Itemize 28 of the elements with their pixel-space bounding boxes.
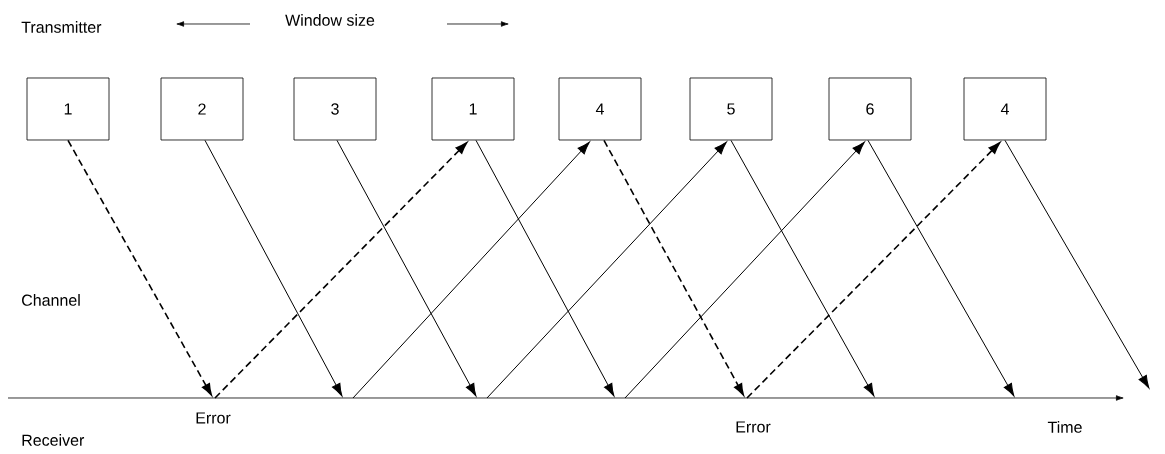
arrow — [603, 139, 745, 396]
arrow — [486, 141, 727, 399]
arrow — [475, 139, 615, 397]
arrow — [204, 139, 343, 397]
arrow — [867, 139, 1015, 397]
frame-box: 3 — [293, 77, 377, 141]
error-label: Error — [736, 421, 771, 433]
arrow — [214, 142, 468, 399]
window-label: Window size — [285, 14, 375, 26]
row-label: Receiver — [22, 434, 85, 446]
frame-box: 4 — [963, 77, 1047, 141]
arrow — [1004, 139, 1150, 389]
arrow — [624, 141, 865, 399]
arrow — [67, 139, 212, 396]
frame-box: 5 — [689, 77, 773, 141]
arrow — [336, 139, 477, 397]
arrow — [352, 141, 590, 399]
arrow — [746, 142, 1001, 399]
frame-box: 6 — [828, 77, 912, 141]
axis-label: Time — [1047, 421, 1082, 433]
arrow — [730, 139, 875, 397]
frame-box: 1 — [26, 77, 110, 141]
error-label: Error — [196, 412, 231, 424]
frame-box: 4 — [558, 77, 642, 141]
row-label: Channel — [22, 294, 80, 306]
frame-box: 1 — [431, 77, 515, 141]
frame-box: 2 — [160, 77, 244, 141]
row-label: Transmitter — [21, 21, 102, 33]
